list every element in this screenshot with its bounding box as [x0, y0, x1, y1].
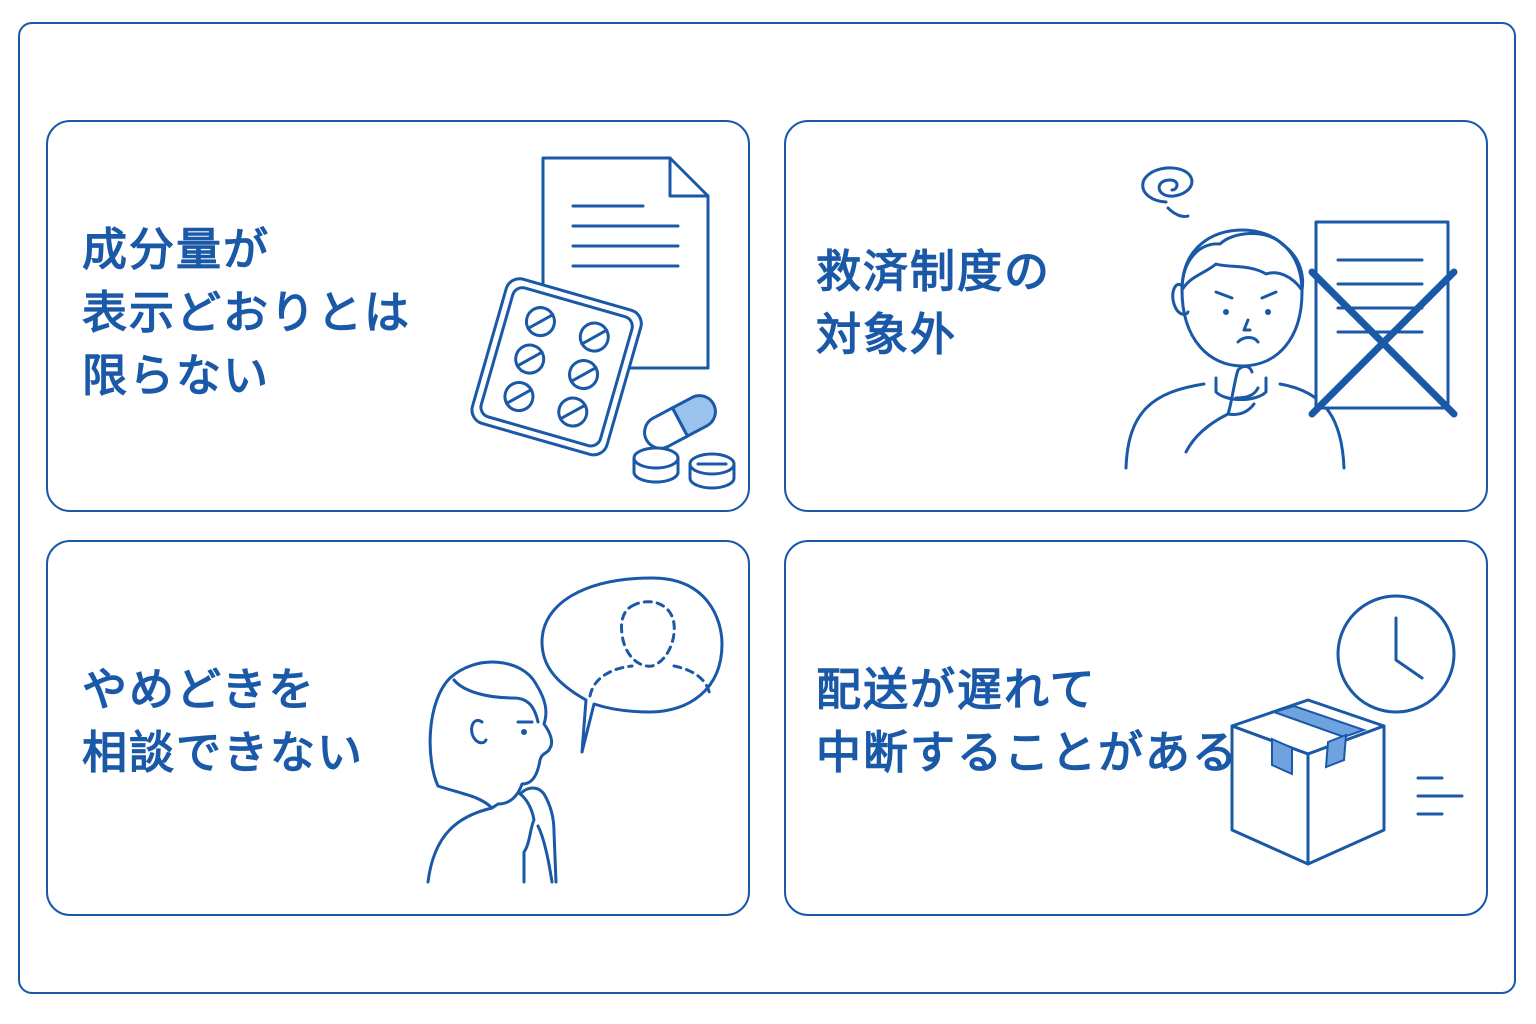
card-title-line: 対象外 [816, 308, 958, 361]
confused-man-crossed-document-icon [1124, 166, 1458, 470]
card-title: 救済制度の 対象外 [816, 240, 1051, 366]
card-title-line: 限らない [82, 349, 271, 402]
card-title-line: 救済制度の [816, 245, 1052, 298]
card-title-line: 相談できない [82, 726, 365, 779]
thinking-woman-speech-bubble-icon [426, 576, 724, 884]
document-and-pills-icon [470, 156, 736, 490]
card-title: やめどきを 相談できない [82, 658, 364, 784]
card-ingredient-amount: 成分量が 表示どおりとは 限らない [46, 120, 750, 512]
card-title-line: やめどきを [82, 663, 316, 716]
card-title-line: 中断することがある [816, 726, 1240, 779]
card-consult: やめどきを 相談できない [46, 540, 750, 916]
card-delivery: 配送が遅れて 中断することがある [784, 540, 1488, 916]
card-title: 配送が遅れて 中断することがある [816, 658, 1239, 784]
card-relief-system: 救済制度の 対象外 [784, 120, 1488, 512]
card-title-line: 配送が遅れて [816, 663, 1097, 716]
card-title-line: 成分量が [82, 223, 271, 276]
card-title: 成分量が 表示どおりとは 限らない [82, 218, 411, 407]
card-title-line: 表示どおりとは [82, 286, 412, 339]
package-clock-icon [1230, 594, 1464, 866]
